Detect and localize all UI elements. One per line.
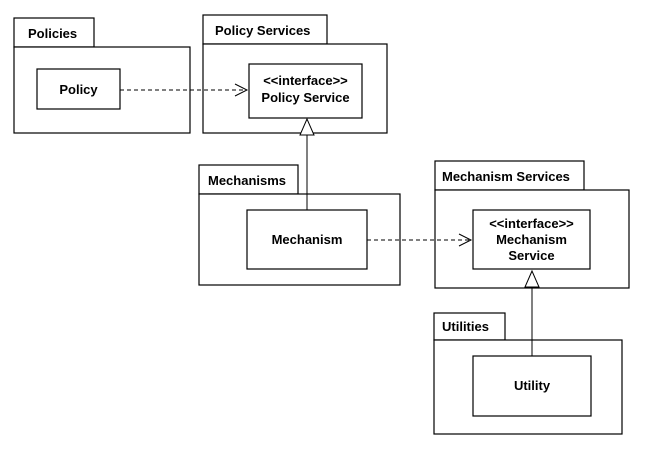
realization-mechanism-to-policy-service [299, 117, 315, 210]
class-utility [472, 355, 592, 417]
package-label-policies: Policies [28, 26, 77, 41]
class-policy-service [248, 63, 363, 119]
package-tab-policy-services [202, 14, 328, 45]
package-tab-policies [13, 17, 95, 48]
realization-utility-to-mechanism-service [524, 269, 540, 356]
dependency-policy-to-policy-service [120, 83, 249, 97]
package-label-mechanism-services: Mechanism Services [442, 169, 570, 184]
class-label-policy-service: Policy Service [261, 90, 349, 105]
class-mechanism [246, 209, 368, 270]
dependency-arrowhead [458, 233, 473, 247]
package-label-mechanisms: Mechanisms [208, 173, 286, 188]
class-label-utility: Utility [514, 378, 551, 393]
dependency-arrowhead [234, 83, 249, 97]
package-label-policy-services: Policy Services [215, 23, 310, 38]
package-policy-services: Policy Services <<interface>> Policy Ser… [202, 14, 388, 134]
class-mechanism-service [472, 209, 591, 270]
package-tab-mechanism-services [434, 160, 585, 191]
realization-arrowhead [299, 117, 315, 136]
class-label-policy: Policy [59, 82, 98, 97]
dependency-mechanism-to-mechanism-service [367, 233, 473, 247]
class-label-mechanism: Mechanism [272, 232, 343, 247]
class-label-mechanism-service-line2: Service [508, 248, 554, 263]
package-mechanism-services: Mechanism Services <<interface>> Mechani… [434, 160, 630, 289]
package-label-utilities: Utilities [442, 319, 489, 334]
class-stereotype-policy-service: <<interface>> [263, 73, 348, 88]
class-label-mechanism-service-line1: Mechanism [496, 232, 567, 247]
package-utilities: Utilities Utility [433, 312, 623, 435]
package-mechanisms: Mechanisms Mechanism [198, 164, 401, 286]
realization-arrowhead [524, 269, 540, 288]
package-policies: Policies Policy [13, 17, 191, 134]
class-policy [36, 68, 121, 110]
class-stereotype-mechanism-service: <<interface>> [489, 216, 574, 231]
